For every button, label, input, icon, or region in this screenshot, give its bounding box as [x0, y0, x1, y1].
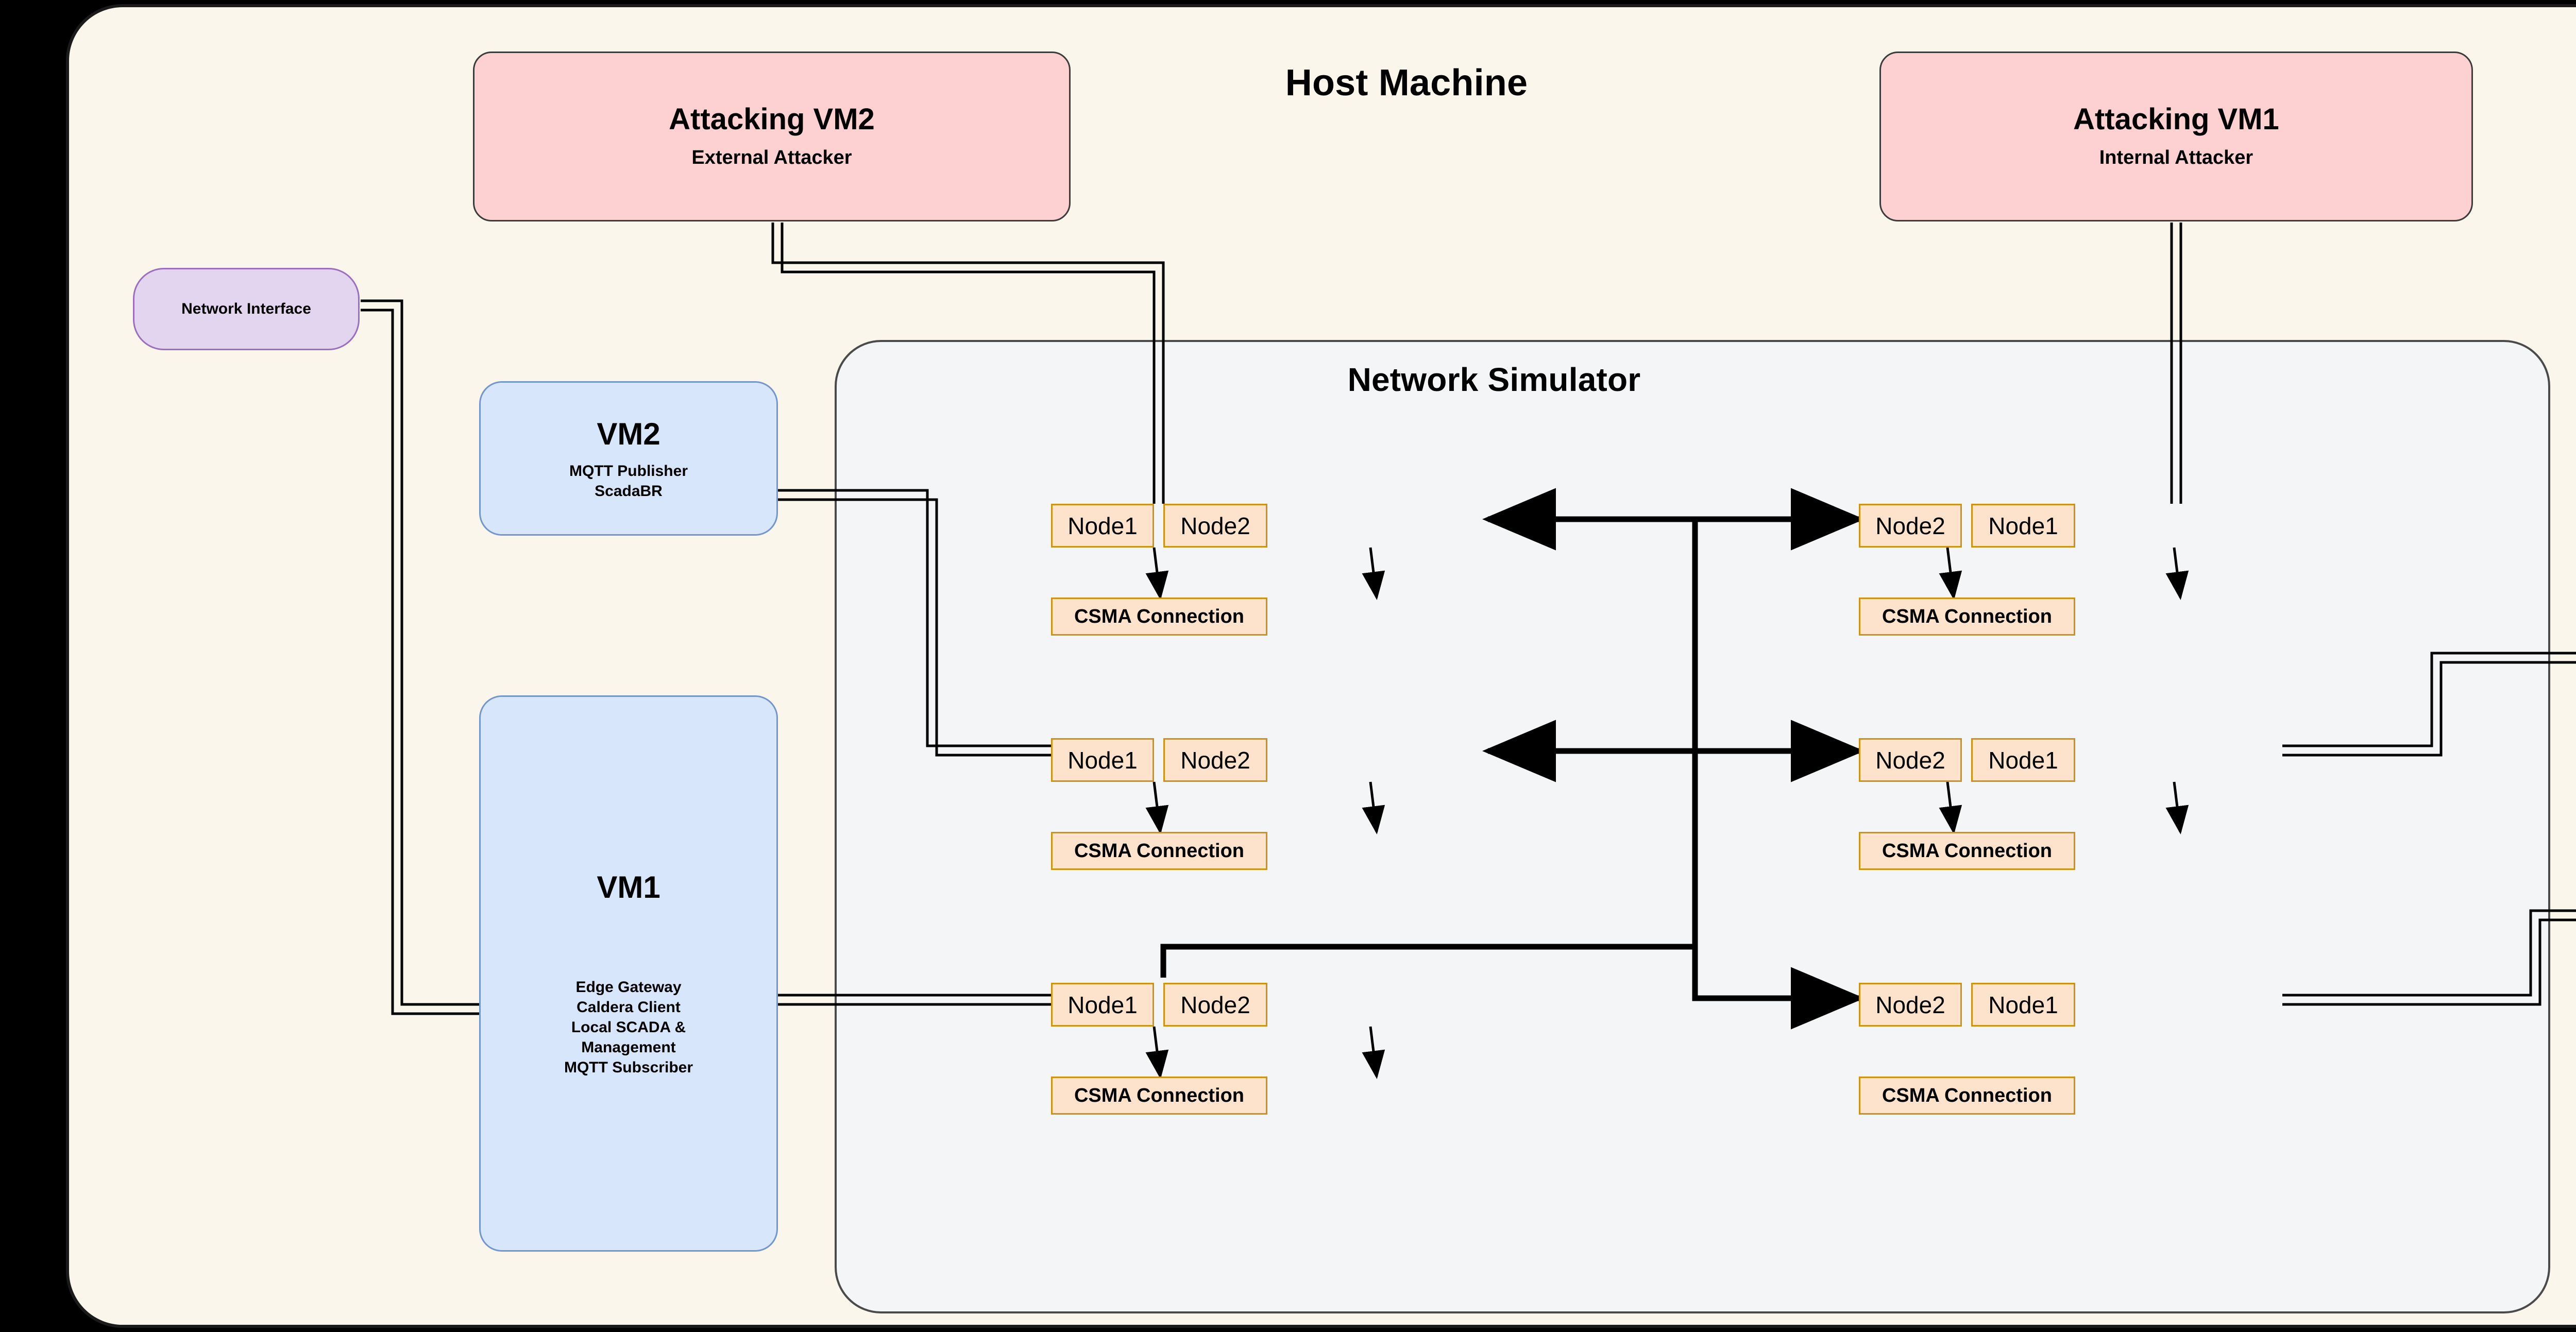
node-box[interactable]: Node1	[1971, 983, 2075, 1027]
vm1-box[interactable]: VM1 Edge Gateway Caldera Client Local SC…	[479, 695, 778, 1252]
node-box[interactable]: Node1	[1971, 504, 2075, 548]
csma-connection-box[interactable]: CSMA Connection	[1051, 1077, 1267, 1115]
csma-connection-box[interactable]: CSMA Connection	[1051, 832, 1267, 870]
host-machine-title: Host Machine	[1285, 62, 1528, 104]
network-interface-pill[interactable]: Network Interface	[133, 268, 360, 350]
attacking-vm2-title: Attacking VM2	[669, 103, 875, 136]
node-box[interactable]: Node2	[1163, 504, 1267, 548]
network-simulator-container	[835, 340, 2550, 1313]
network-simulator-title: Network Simulator	[1347, 361, 1641, 398]
csma-connection-box[interactable]: CSMA Connection	[1859, 597, 2075, 636]
node-box[interactable]: Node2	[1859, 504, 1962, 548]
node-box[interactable]: Node2	[1163, 738, 1267, 782]
vm2-services: MQTT Publisher ScadaBR	[569, 462, 688, 500]
vm2-title: VM2	[597, 416, 660, 451]
attacking-vm1-role: Internal Attacker	[2099, 146, 2253, 168]
csma-connection-box[interactable]: CSMA Connection	[1859, 832, 2075, 870]
node-box[interactable]: Node1	[1971, 738, 2075, 782]
node-box[interactable]: Node1	[1051, 504, 1154, 548]
vm1-title: VM1	[597, 870, 660, 904]
attacking-vm2-box[interactable]: Attacking VM2 External Attacker	[473, 52, 1071, 221]
vm2-box[interactable]: VM2 MQTT Publisher ScadaBR	[479, 381, 778, 536]
node-box[interactable]: Node2	[1163, 983, 1267, 1027]
node-box[interactable]: Node2	[1859, 983, 1962, 1027]
node-box[interactable]: Node1	[1051, 983, 1154, 1027]
node-box[interactable]: Node2	[1859, 738, 1962, 782]
attacking-vm1-title: Attacking VM1	[2073, 103, 2279, 136]
node-box[interactable]: Node1	[1051, 738, 1154, 782]
csma-connection-box[interactable]: CSMA Connection	[1051, 597, 1267, 636]
attacking-vm2-role: External Attacker	[691, 146, 852, 168]
csma-connection-box[interactable]: CSMA Connection	[1859, 1077, 2075, 1115]
attacking-vm1-box[interactable]: Attacking VM1 Internal Attacker	[1879, 52, 2473, 221]
vm1-services: Edge Gateway Caldera Client Local SCADA …	[564, 979, 693, 1076]
